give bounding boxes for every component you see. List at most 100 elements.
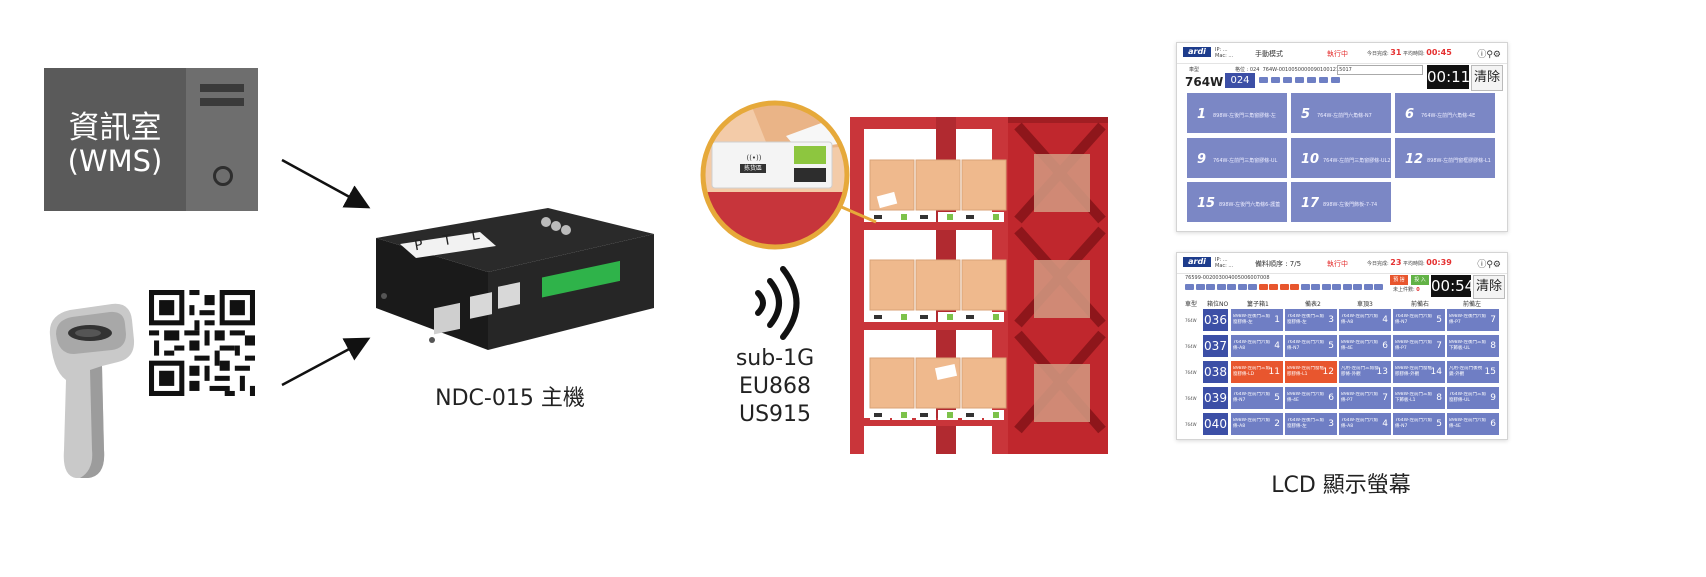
screen2-count: 未上件數: 0 xyxy=(1393,287,1420,293)
screen2-in-button[interactable]: 投 入 xyxy=(1411,275,1429,285)
cell-part: 764W-左後門三角窗膠條-左 xyxy=(1287,418,1324,429)
card-number: 17 xyxy=(1301,196,1320,211)
screen1-toolbar-icons[interactable]: ⓘ⚲⚙ xyxy=(1477,50,1501,60)
row-bin-number[interactable]: 040 xyxy=(1203,413,1228,435)
cell-part: 898W-左後門三角窗膠條-左 xyxy=(1233,314,1270,325)
cell-part: 898W-左前門窗框膠膠條-L1 xyxy=(1287,366,1324,377)
row-bin-number[interactable]: 038 xyxy=(1203,361,1228,383)
card-number: 10 xyxy=(1301,152,1320,167)
screen2-mode: 備料順序 : 7/5 xyxy=(1255,260,1302,268)
stat-label: 今日完成: xyxy=(1367,51,1389,57)
card-number: 5 xyxy=(1301,107,1311,122)
brand-logo: ardi xyxy=(1183,257,1211,267)
cell-part: 898W-左前門窗框膠膠條-外觀 xyxy=(1395,366,1432,377)
cell-count: 5 xyxy=(1436,315,1442,325)
row-bin-number[interactable]: 037 xyxy=(1203,335,1228,357)
row-bin-number[interactable]: 036 xyxy=(1203,309,1228,331)
cell-part: 898W-左前門六角條-4E xyxy=(1449,418,1486,429)
slot-indicator xyxy=(1290,284,1299,290)
row-bin-number[interactable]: 039 xyxy=(1203,387,1228,409)
product-card[interactable]: 5 764W-左前門六角條-N7 xyxy=(1291,93,1391,133)
slot-indicator xyxy=(1321,284,1331,290)
cell-count: 4 xyxy=(1382,315,1388,325)
card-number: 15 xyxy=(1197,196,1216,211)
table-header-cell: 車頂3 xyxy=(1357,301,1373,308)
card-number: 9 xyxy=(1197,152,1207,167)
server-label-line1: 資訊室 xyxy=(68,110,162,146)
wireless-band-2: EU868 xyxy=(739,374,811,399)
server-power-icon xyxy=(213,166,233,186)
screen1-vehicle: 764W xyxy=(1185,75,1224,89)
slot-indicator xyxy=(1342,284,1352,290)
cell-part: 898W-左前門六角條-A8 xyxy=(1233,418,1270,429)
cell-part: 764W-左前門六角條-N7 xyxy=(1233,392,1270,403)
cell-count: 7 xyxy=(1490,315,1496,325)
card-description: 764W-左前門六角條-N7 xyxy=(1317,113,1372,119)
screen2-clear-button[interactable]: 清除 xyxy=(1473,275,1505,299)
arrows xyxy=(281,158,371,387)
slot-indicator xyxy=(1195,284,1205,290)
screen1-scan-input[interactable] xyxy=(1337,65,1423,75)
slot-indicator xyxy=(1227,284,1236,290)
screen1-mode: 手動模式 xyxy=(1255,50,1283,58)
cell-count: 15 xyxy=(1484,367,1496,377)
screen1-topbar: ardi IP: ...Mac: ... 手動模式 執行中 今日完成: 31 平… xyxy=(1177,43,1507,64)
storage-rack xyxy=(850,117,1108,454)
screen1-status: 執行中 xyxy=(1327,50,1348,58)
cell-part: 764W-左前門六角條-N7 xyxy=(1395,314,1432,325)
cell-count: 6 xyxy=(1328,393,1334,403)
lcd-screen-2: ardi IP: ...Mac: ... 備料順序 : 7/5 執行中 今日完成… xyxy=(1176,252,1508,440)
screen2-stats: 今日完成: 23 平均時間: 00:39 xyxy=(1367,259,1452,268)
server-panel xyxy=(44,68,186,211)
card-number: 6 xyxy=(1405,107,1415,122)
cell-part: 764W-左後門三角窗膠條-左 xyxy=(1287,314,1324,325)
table-header-cell: 簍子箱1 xyxy=(1247,301,1269,308)
screen2-toolbar-icons[interactable]: ⓘ⚲⚙ xyxy=(1477,260,1501,270)
screen1-timer: 00:11 xyxy=(1427,65,1470,89)
table-cell[interactable]: 764W-左前門六角條-N7 5 xyxy=(1393,309,1445,331)
cell-part: 凡用-左前門三角窗膠條-外觀 xyxy=(1341,366,1379,377)
screen2-prev-button[interactable]: 預 捨 xyxy=(1390,275,1408,285)
screen1-slot: 024 xyxy=(1225,73,1255,88)
cell-part: 898W-左後門六角條-P7 xyxy=(1449,314,1486,325)
wireless-signal-icon xyxy=(755,266,800,340)
table-header-cell: 備表2 xyxy=(1305,301,1321,308)
cell-count: 4 xyxy=(1274,341,1280,351)
slot-indicator xyxy=(1363,284,1373,290)
cell-part: 764W-左前門六角條-A8 xyxy=(1341,418,1378,429)
svg-text:((•)): ((•)) xyxy=(746,154,761,162)
table-cell[interactable]: 898W-左後門六角條-P7 7 xyxy=(1447,309,1499,331)
cell-count: 8 xyxy=(1490,341,1496,351)
screen1-clear-button[interactable]: 清除 xyxy=(1471,65,1503,91)
